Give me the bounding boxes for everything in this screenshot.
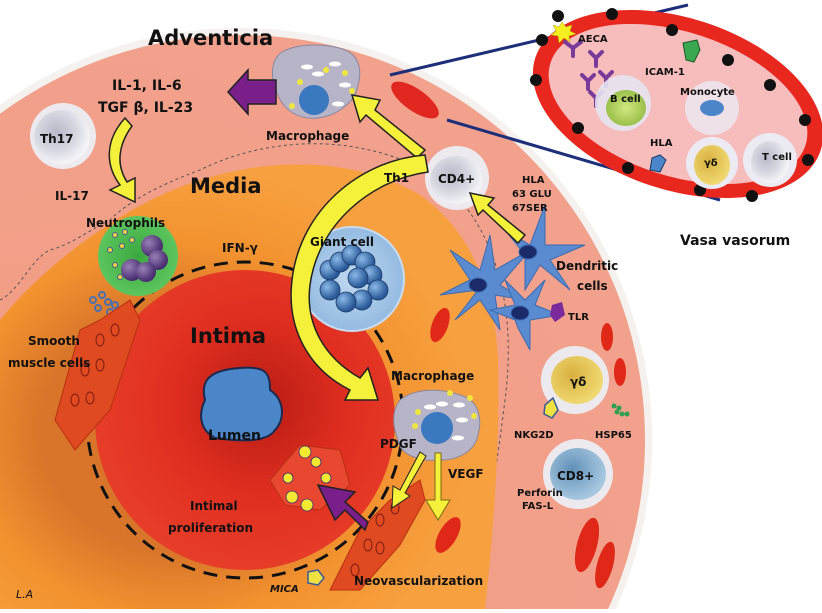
label-perforin: Perforin <box>517 488 563 499</box>
label-intimal-1: Intimal <box>190 499 238 513</box>
hsp65-icon <box>611 403 630 417</box>
purple-arrow-cytokines <box>226 68 277 116</box>
label-icam: ICAM-1 <box>645 67 685 78</box>
label-monocyte: Monocyte <box>680 87 735 98</box>
label-neovascularization: Neovascularization <box>354 574 483 588</box>
tlr-receptor-icon <box>550 302 565 322</box>
label-intimal-2: proliferation <box>168 521 253 535</box>
neutrophil-cell <box>89 216 178 316</box>
yellow-arrow-ifn-arc <box>290 154 429 401</box>
macrophage-top <box>272 44 361 119</box>
label-t-cell: T cell <box>762 152 792 163</box>
yellow-arrow-vegf <box>425 452 451 521</box>
label-media: Media <box>190 174 262 198</box>
signature: L.A <box>16 588 33 601</box>
label-lumen: Lumen <box>208 428 261 444</box>
label-nkg2d: NKG2D <box>514 430 554 441</box>
aeca-star-icon <box>550 21 577 44</box>
label-smooth-2: muscle cells <box>8 356 90 370</box>
yellow-arrow-il17 <box>108 116 136 204</box>
label-tgf-il23: TGF β, IL-23 <box>98 100 193 116</box>
gd-cell <box>541 346 609 419</box>
macrophage-bottom <box>393 389 481 461</box>
smooth-muscle-cells <box>54 299 141 451</box>
label-neutrophils: Neutrophils <box>86 216 165 230</box>
label-intima: Intima <box>190 324 266 348</box>
label-b-cell: B cell <box>610 94 641 105</box>
dendritic-cells <box>439 204 586 351</box>
label-vv-gd: γδ <box>704 158 718 169</box>
label-vegf: VEGF <box>448 467 484 481</box>
label-pdgf: PDGF <box>380 437 417 451</box>
giant-cell <box>299 226 405 332</box>
nkg2d-receptor-icon <box>543 396 559 419</box>
label-ifn-gamma: IFN-γ <box>222 241 258 255</box>
label-cd4: CD4+ <box>438 172 475 186</box>
label-il1-il6: IL-1, IL-6 <box>112 78 182 94</box>
icam-molecule-icon <box>682 39 701 63</box>
label-vv-hla: HLA <box>650 138 673 149</box>
red-blood-cells <box>430 307 626 589</box>
yellow-arrow-pdgf <box>391 451 427 509</box>
label-hla-3: 67SER <box>512 203 548 214</box>
label-vasa-vasorum: Vasa vasorum <box>680 233 790 249</box>
label-dendritic-2: cells <box>577 279 608 293</box>
label-mica: MICA <box>270 584 299 595</box>
label-th17: Th17 <box>40 132 73 146</box>
label-smooth-1: Smooth <box>28 334 80 348</box>
yellow-arrow-dendritic-to-cd4 <box>468 191 527 245</box>
label-macrophage-bottom: Macrophage <box>391 369 474 383</box>
th17-cell <box>30 103 96 169</box>
label-il17: IL-17 <box>55 189 89 203</box>
cd8-cell <box>543 439 613 509</box>
label-dendritic-1: Dendritic <box>556 259 618 273</box>
hla-molecule-icon <box>649 154 667 173</box>
label-th1: Th1 <box>384 171 409 185</box>
endothelial-nuclei <box>530 8 814 202</box>
label-giant-cell: Giant cell <box>310 235 374 249</box>
label-hsp65: HSP65 <box>595 430 632 441</box>
label-adventicia: Adventicia <box>148 26 273 50</box>
label-cd8: CD8+ <box>557 469 594 483</box>
label-tlr: TLR <box>568 312 589 323</box>
purple-arrow-proliferation <box>316 483 369 532</box>
label-gd: γδ <box>570 375 586 389</box>
yellow-arrow-th1-to-macrophage <box>350 94 427 160</box>
label-hla-2: 63 GLU <box>512 189 552 200</box>
lumen <box>200 366 283 442</box>
vasa-vasorum-inset <box>389 3 822 202</box>
mica-molecule-icon <box>307 569 325 586</box>
label-macrophage-top: Macrophage <box>266 129 349 143</box>
label-hla-1: HLA <box>522 175 545 186</box>
label-fasl: FAS-L <box>522 501 554 512</box>
label-aeca: AECA <box>578 34 608 45</box>
